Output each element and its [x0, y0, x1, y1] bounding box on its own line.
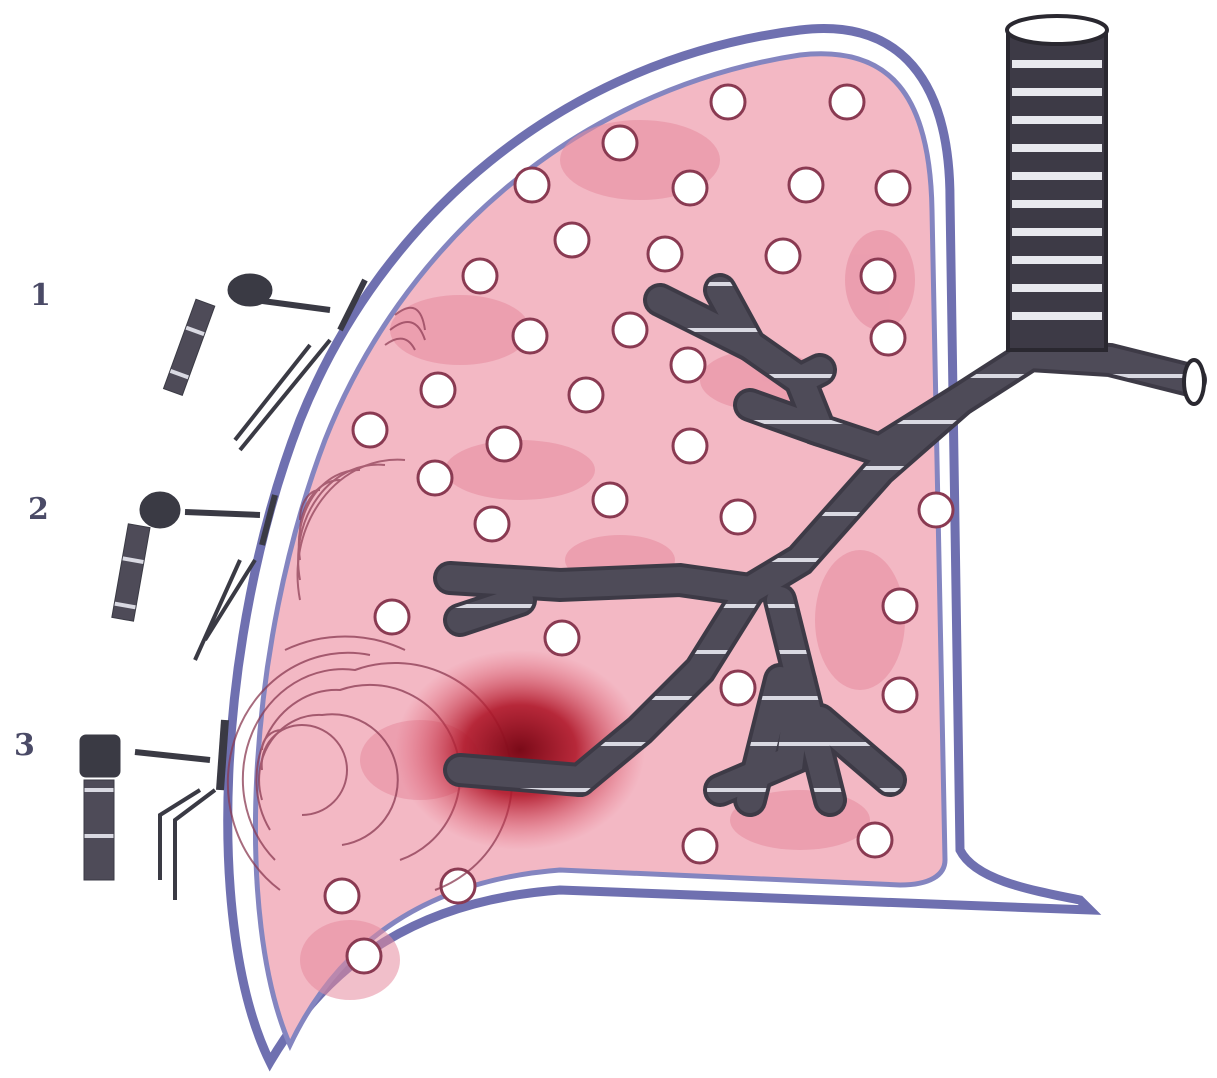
label-3: 3	[14, 728, 35, 763]
alveolus	[919, 493, 953, 527]
stethoscope-probe-3	[80, 720, 225, 900]
alveolus	[883, 589, 917, 623]
alveolus	[613, 313, 647, 347]
trachea	[1007, 16, 1204, 404]
alveolus	[569, 378, 603, 412]
alveolus	[555, 223, 589, 257]
alveolus	[721, 671, 755, 705]
alveolus	[883, 678, 917, 712]
alveolus	[375, 600, 409, 634]
alveolus	[463, 259, 497, 293]
alveolus	[545, 621, 579, 655]
label-1: 1	[30, 278, 51, 313]
alveolus	[766, 239, 800, 273]
alveolus	[515, 168, 549, 202]
alveolus	[347, 939, 381, 973]
alveolus	[475, 507, 509, 541]
alveolus	[421, 373, 455, 407]
alveolus	[648, 237, 682, 271]
alveolus	[876, 171, 910, 205]
alveolus	[871, 321, 905, 355]
alveolus	[789, 168, 823, 202]
alveolus	[721, 500, 755, 534]
label-2: 2	[28, 492, 49, 527]
alveolus	[683, 829, 717, 863]
alveolus	[861, 259, 895, 293]
alveolus	[673, 171, 707, 205]
alveolus	[711, 85, 745, 119]
alveolus	[858, 823, 892, 857]
alveolus	[673, 429, 707, 463]
alveolus	[593, 483, 627, 517]
alveolus	[487, 427, 521, 461]
alveolus	[353, 413, 387, 447]
alveolus	[603, 126, 637, 160]
alveolus	[513, 319, 547, 353]
alveolus	[671, 348, 705, 382]
alveolus	[418, 461, 452, 495]
alveolus	[325, 879, 359, 913]
alveolus	[830, 85, 864, 119]
